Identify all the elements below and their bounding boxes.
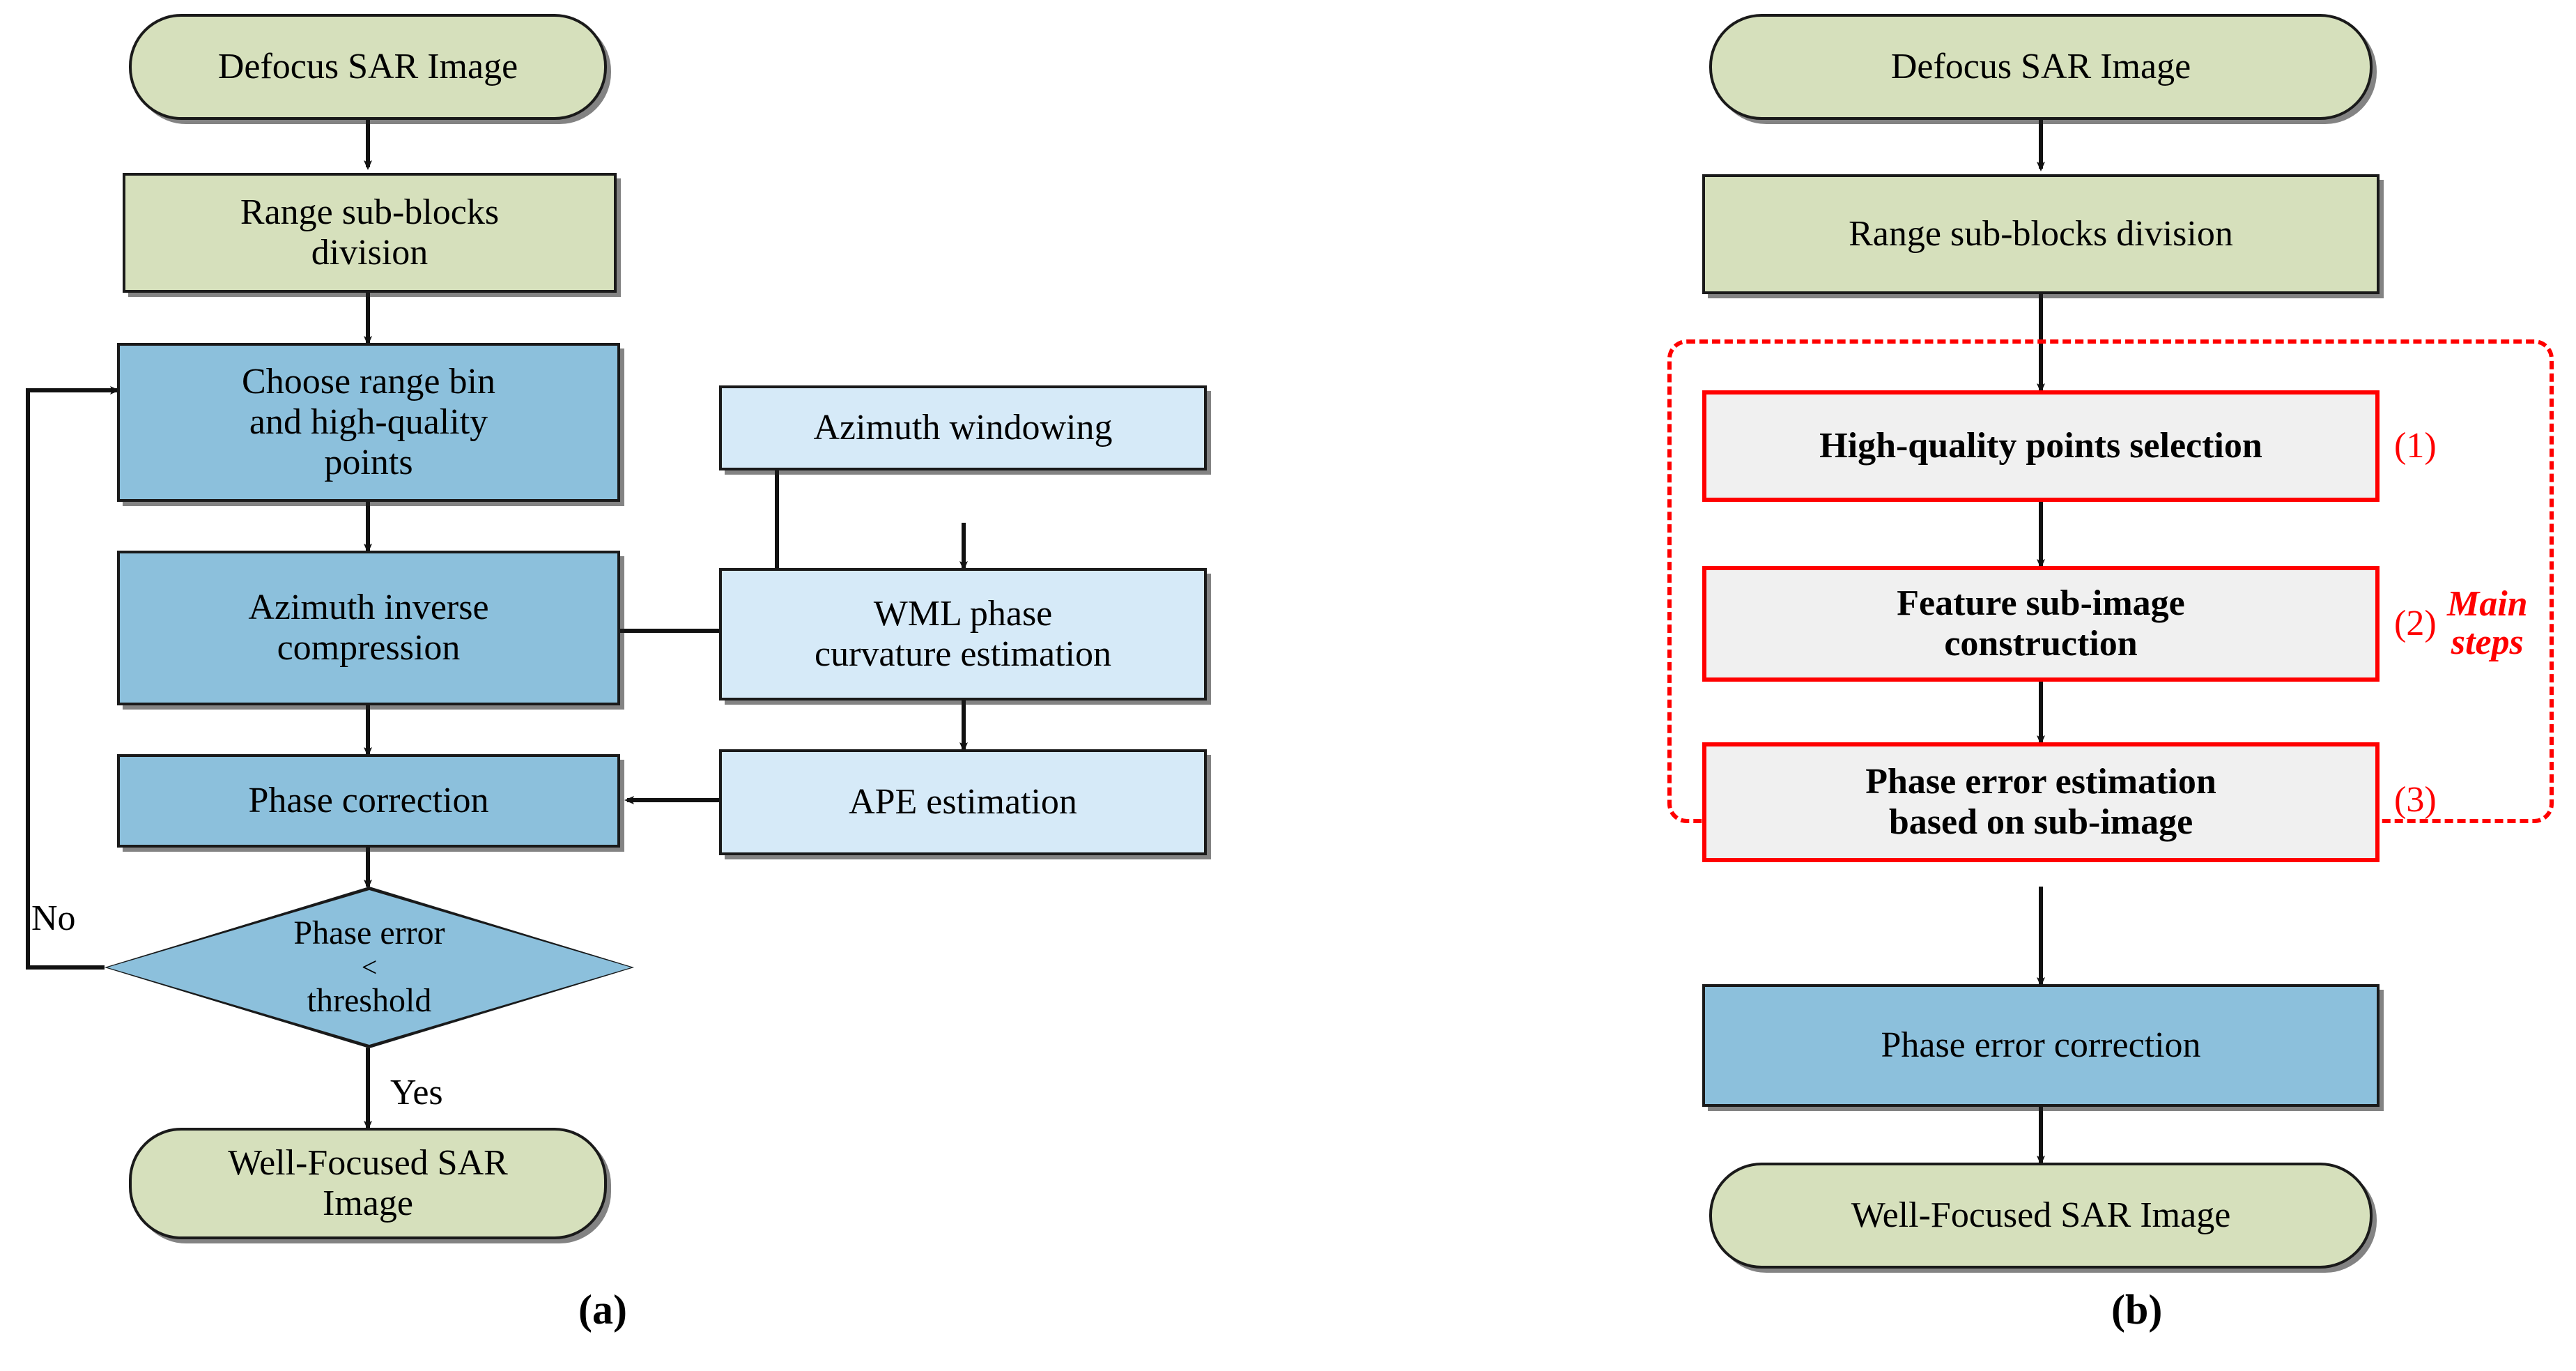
a-node-ape-estimation: APE estimation xyxy=(719,749,1207,855)
edge-a-no-feedback xyxy=(26,386,120,970)
b-step-number-2: (2) xyxy=(2394,603,2437,644)
a-end-label-line1: Well-Focused SAR xyxy=(228,1142,508,1183)
a-azinv-label-line2: compression xyxy=(277,628,461,668)
a-yes-text: Yes xyxy=(390,1073,443,1112)
a-node-range-sub-blocks-division: Range sub-blocks division xyxy=(123,173,617,293)
a-decision-label-line2: < xyxy=(361,951,378,983)
a-ape-label: APE estimation xyxy=(849,781,1077,822)
a-choose-label-line2: and high-quality xyxy=(249,401,488,442)
a-no-text: No xyxy=(31,898,76,938)
a-wml-label-line1: WML phase xyxy=(873,593,1053,634)
a-end-label-line2: Image xyxy=(323,1184,413,1223)
panel-label-a: (a) xyxy=(578,1286,627,1334)
a-decision-label-line3: threshold xyxy=(307,982,432,1019)
a-edge-label-no: No xyxy=(31,898,76,939)
a-azinv-label-line1: Azimuth inverse xyxy=(248,587,489,627)
b-node-feature-sub-image-construction: Feature sub-image construction xyxy=(1702,566,2380,682)
b-end-label: Well-Focused SAR Image xyxy=(1851,1195,2231,1235)
a-edge-label-yes: Yes xyxy=(390,1072,443,1113)
a-node-phase-error-threshold-decision: Phase error < threshold xyxy=(105,887,634,1048)
b-correct-label: Phase error correction xyxy=(1881,1025,2201,1065)
b-main-steps-line2: steps xyxy=(2451,622,2524,662)
b-node-phase-error-correction: Phase error correction xyxy=(1702,984,2380,1107)
a-wml-label-line2: curvature estimation xyxy=(815,634,1111,674)
b-node-phase-error-estimation-sub-image: Phase error estimation based on sub-imag… xyxy=(1702,742,2380,862)
a-phasecorr-label: Phase correction xyxy=(248,780,489,820)
b-step3-label-line2: based on sub-image xyxy=(1888,802,2193,842)
a-azwin-label: Azimuth windowing xyxy=(813,407,1113,447)
b-main-steps-line1: Main xyxy=(2447,584,2528,624)
b-range-label: Range sub-blocks division xyxy=(1849,213,2233,254)
a-range-label-line1: Range sub-blocks xyxy=(240,192,500,232)
panel-label-b: (b) xyxy=(2111,1286,2162,1334)
a-node-wml-phase-curvature-estimation: WML phase curvature estimation xyxy=(719,568,1207,700)
panel-a-letter-text: (a) xyxy=(578,1287,627,1333)
a-node-azimuth-windowing: Azimuth windowing xyxy=(719,385,1207,470)
a-node-defocus-sar-image: Defocus SAR Image xyxy=(129,14,607,120)
b-step2-label-line2: construction xyxy=(1944,624,2138,664)
b-node-well-focused-sar-image: Well-Focused SAR Image xyxy=(1709,1163,2373,1269)
b-step3-label-line1: Phase error estimation xyxy=(1865,761,2216,802)
b-step2-label-line1: Feature sub-image xyxy=(1897,583,2185,623)
b-step-number-1-text: (1) xyxy=(2394,426,2437,466)
a-choose-label-line1: Choose range bin xyxy=(242,361,495,401)
a-node-well-focused-sar-image: Well-Focused SAR Image xyxy=(129,1128,607,1239)
a-node-choose-range-bin: Choose range bin and high-quality points xyxy=(117,343,620,502)
a-node-phase-correction: Phase correction xyxy=(117,754,620,848)
a-decision-label-line1: Phase error xyxy=(293,914,445,952)
panel-b-letter-text: (b) xyxy=(2111,1287,2163,1333)
a-choose-label-line3: points xyxy=(324,443,413,483)
b-step-number-1: (1) xyxy=(2394,425,2437,466)
a-decision-text: Phase error < threshold xyxy=(105,887,634,1048)
b-start-label: Defocus SAR Image xyxy=(1890,46,2191,86)
b-step1-label: High-quality points selection xyxy=(1819,425,2262,466)
b-main-steps-annotation: Main steps xyxy=(2447,585,2528,661)
b-step-number-2-text: (2) xyxy=(2394,604,2437,643)
b-node-range-sub-blocks-division: Range sub-blocks division xyxy=(1702,174,2380,294)
a-range-label-line2: division xyxy=(311,233,429,273)
b-node-high-quality-points-selection: High-quality points selection xyxy=(1702,390,2380,502)
a-node-azimuth-inverse-compression: Azimuth inverse compression xyxy=(117,551,620,705)
a-start-label: Defocus SAR Image xyxy=(217,46,518,86)
b-step-number-3-text: (3) xyxy=(2394,780,2437,820)
b-step-number-3: (3) xyxy=(2394,779,2437,820)
b-node-defocus-sar-image: Defocus SAR Image xyxy=(1709,14,2373,120)
